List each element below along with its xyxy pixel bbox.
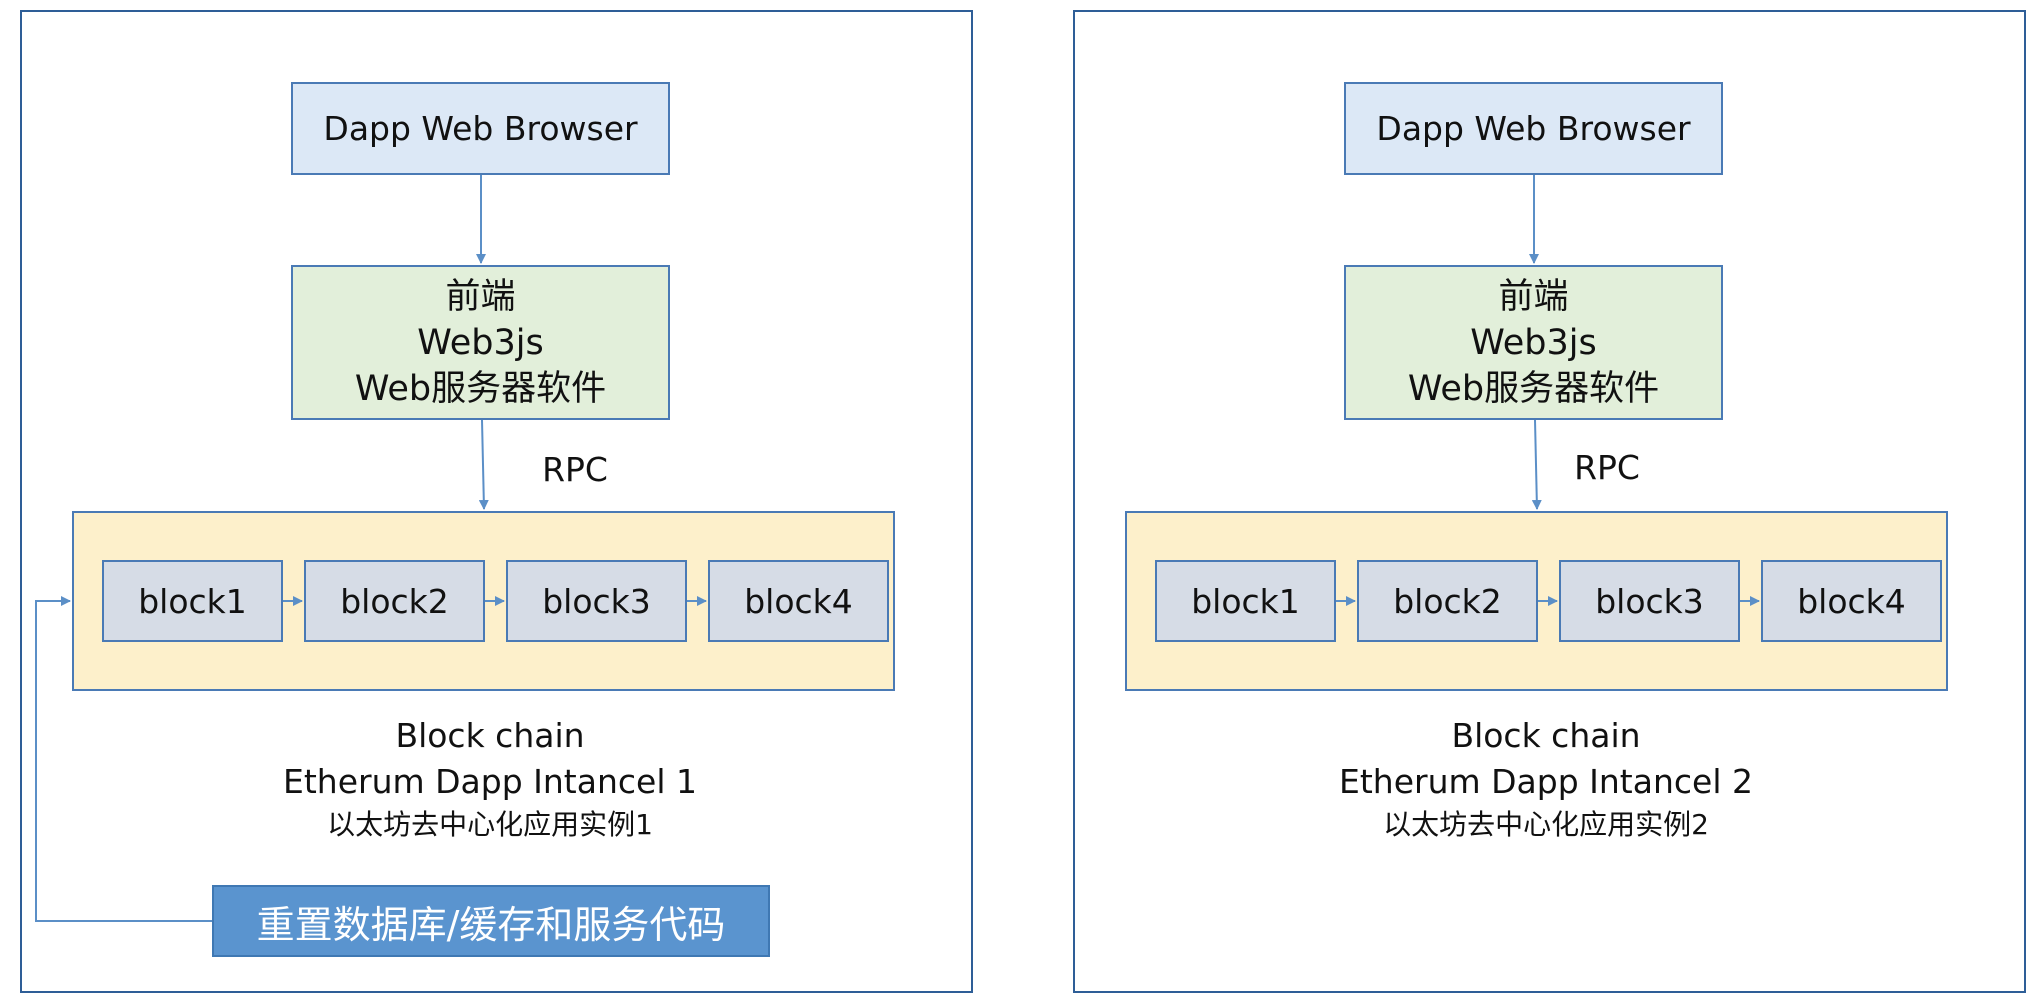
block-2-4: block4: [1761, 560, 1942, 642]
frontend-box-2: 前端 Web3js Web服务器软件: [1344, 265, 1723, 420]
caption-blockchain: Block chain: [1451, 716, 1641, 755]
block-2-3: block3: [1559, 560, 1740, 642]
browser-label: Dapp Web Browser: [323, 109, 638, 148]
block-1-4: block4: [708, 560, 889, 642]
frontend-line-2: Web3js: [417, 322, 544, 363]
instance-caption-2: Block chain Etherum Dapp Intancel 2 以太坊去…: [1296, 713, 1796, 845]
caption-instance-zh: 以太坊去中心化应用实例1: [327, 808, 653, 841]
block-2-2: block2: [1357, 560, 1538, 642]
block-1-2: block2: [304, 560, 485, 642]
reset-button[interactable]: 重置数据库/缓存和服务代码: [212, 885, 770, 957]
block-label: block2: [1393, 581, 1502, 621]
browser-box-1: Dapp Web Browser: [291, 82, 670, 175]
block-1-1: block1: [102, 560, 283, 642]
frontend-line-2: Web3js: [1470, 322, 1597, 363]
frontend-line-1: 前端: [1498, 276, 1569, 317]
frontend-line-3: Web服务器软件: [354, 368, 607, 409]
caption-instance-name: Etherum Dapp Intancel 1: [283, 762, 697, 801]
rpc-label-2: RPC: [1574, 448, 1640, 487]
frontend-line-1: 前端: [445, 276, 516, 317]
block-label: block3: [1595, 581, 1704, 621]
caption-blockchain: Block chain: [395, 716, 585, 755]
block-label: block2: [340, 581, 449, 621]
block-label: block1: [138, 581, 247, 621]
frontend-box-1: 前端 Web3js Web服务器软件: [291, 265, 670, 420]
caption-instance-name: Etherum Dapp Intancel 2: [1339, 762, 1753, 801]
instance-caption-1: Block chain Etherum Dapp Intancel 1 以太坊去…: [240, 713, 740, 845]
browser-label: Dapp Web Browser: [1376, 109, 1691, 148]
block-label: block4: [744, 581, 853, 621]
rpc-label-1: RPC: [542, 450, 608, 489]
browser-box-2: Dapp Web Browser: [1344, 82, 1723, 175]
reset-button-label: 重置数据库/缓存和服务代码: [256, 902, 726, 947]
block-label: block3: [542, 581, 651, 621]
block-label: block4: [1797, 581, 1906, 621]
block-1-3: block3: [506, 560, 687, 642]
caption-instance-zh: 以太坊去中心化应用实例2: [1383, 808, 1709, 841]
frontend-line-3: Web服务器软件: [1407, 368, 1660, 409]
block-label: block1: [1191, 581, 1300, 621]
block-2-1: block1: [1155, 560, 1336, 642]
